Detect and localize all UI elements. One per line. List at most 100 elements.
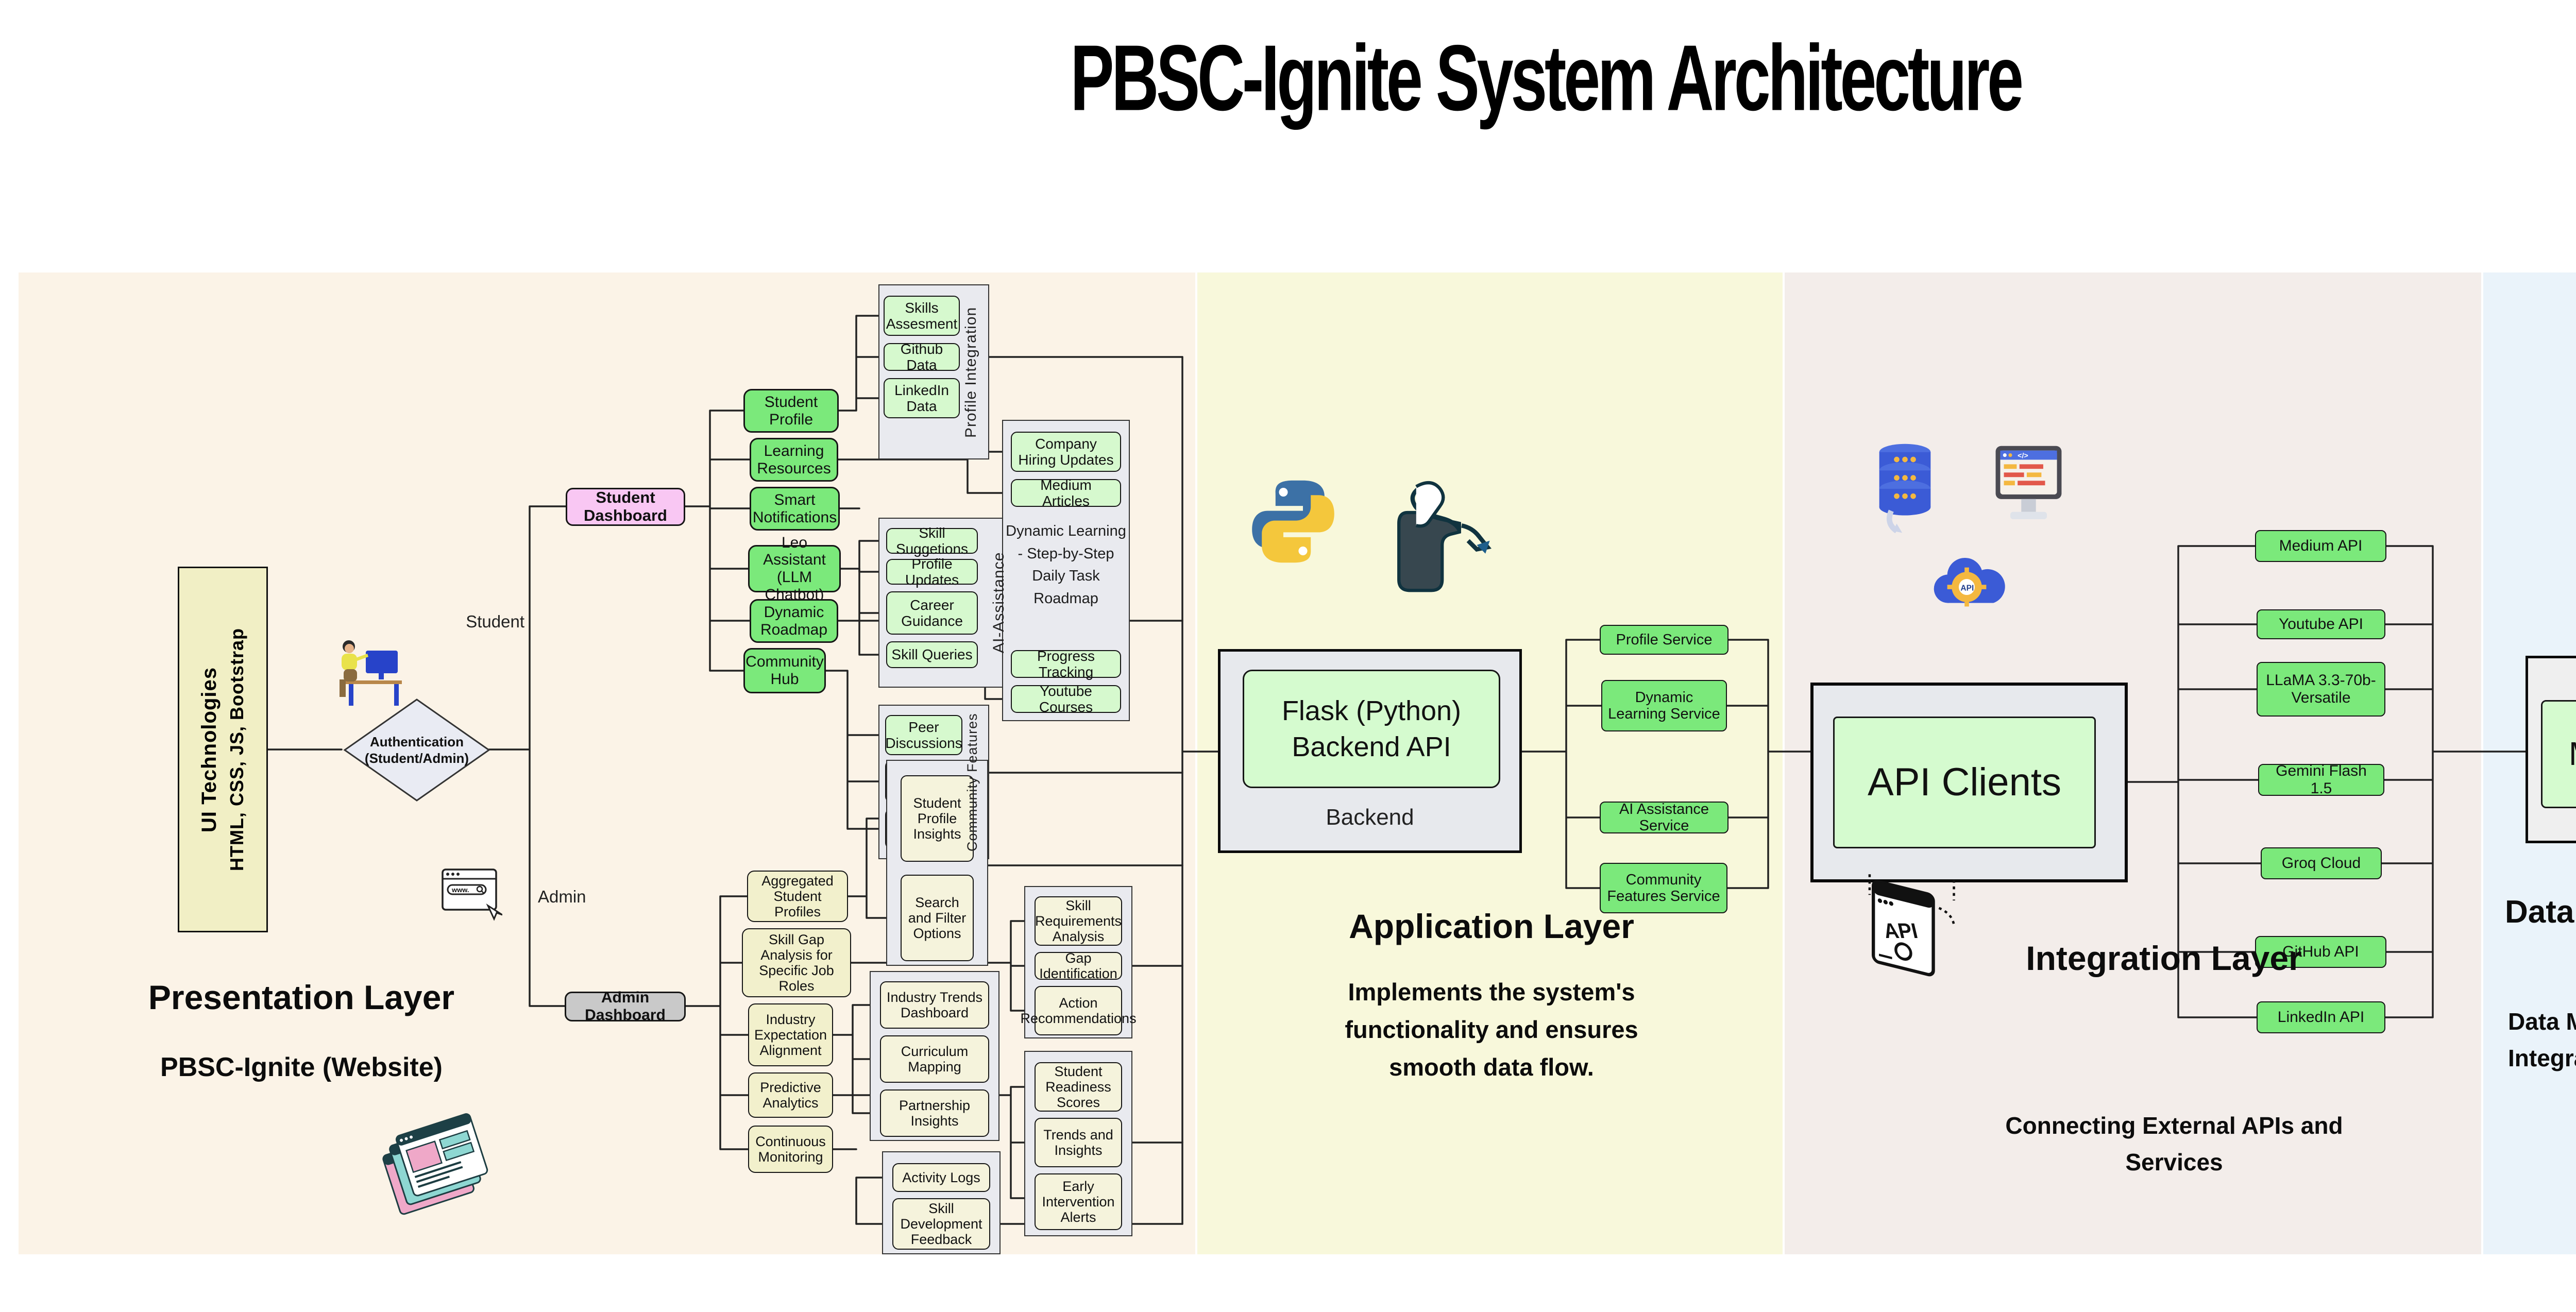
profile-integration-label: Skills Assesment — [886, 299, 958, 332]
skill-requirements-item: Skill Requirements Analysis — [1035, 896, 1122, 946]
community-features-group-label: Community Features — [964, 713, 980, 851]
admin-dashboard-node: Admin Dashboard — [565, 989, 686, 1024]
admin-dashboard-label: Admin Dashboard — [585, 989, 666, 1024]
profile-insights-item: Search and Filter Options — [901, 875, 974, 961]
ai-assistance-item: Skill Suggetions — [886, 524, 978, 557]
integration-heading-text: Integration Layer — [2026, 939, 2302, 977]
api-node: GitHub API — [2255, 936, 2386, 968]
skill-requirements-label: Gap Identification — [1039, 950, 1117, 981]
monitoring-item: Activity Logs — [892, 1163, 990, 1192]
api-node: LinkedIn API — [2257, 1001, 2385, 1033]
svg-text:API: API — [1881, 918, 1920, 943]
application-heading-text: Application Layer — [1349, 907, 1634, 945]
authentication-line2: (Student/Admin) — [364, 751, 469, 766]
admin-feature-label: Predictive Analytics — [760, 1079, 821, 1111]
monitoring-item: Skill Development Feedback — [892, 1198, 990, 1250]
admin-feature-label: Skill Gap Analysis for Specific Job Role… — [759, 931, 834, 994]
admin-feature-label: Aggregated Student Profiles — [761, 873, 834, 920]
api-label: Youtube API — [2278, 616, 2364, 633]
industry-trends-item: Curriculum Mapping — [880, 1035, 989, 1083]
dynamic-learning-item: Progress Tracking — [1011, 648, 1121, 680]
student-dashboard-label: Student Dashboard — [584, 488, 667, 524]
admin-feature-label: Industry Expectation Alignment — [754, 1011, 827, 1059]
readiness-item: Student Readiness Scores — [1035, 1062, 1122, 1112]
service-label: Community Features Service — [1607, 871, 1720, 905]
api-label: Gemini Flash 1.5 — [2276, 762, 2367, 797]
application-layer-heading: Application Layer — [1247, 907, 1736, 946]
integration-description-text: Connecting External APIs and Services — [2005, 1112, 2343, 1176]
profile-insights-item: Student Profile Insights — [901, 775, 974, 862]
monitoring-label: Skill Development Feedback — [900, 1200, 982, 1248]
integration-layer-description: Connecting External APIs and Services — [1963, 1107, 2385, 1181]
skill-requirements-item: Action Recommendations — [1020, 986, 1137, 1035]
dynamic-learning-item: Youtube Courses — [1011, 683, 1121, 715]
profile-integration-item: Skills Assesment — [884, 296, 960, 336]
data-layer-description: Data Management and Integration — [2499, 1003, 2576, 1077]
api-label: LinkedIn API — [2277, 1009, 2365, 1026]
student-feature-label: Student Profile — [764, 393, 818, 428]
service-label: Dynamic Learning Service — [1608, 689, 1720, 722]
database-server-icon — [1879, 444, 1931, 534]
data-layer-description-text: Data Management and Integration — [2508, 1008, 2576, 1072]
admin-branch-label: Admin — [538, 887, 586, 906]
flask-backend-label: Flask (Python) Backend API — [1281, 695, 1462, 762]
monitoring-label: Activity Logs — [902, 1169, 980, 1185]
skill-requirements-item: Gap Identification — [1035, 950, 1122, 981]
ui-tech-subtitle: HTML, CSS, JS, Bootstrap — [226, 627, 247, 872]
presentation-layer-heading: Presentation Layer — [77, 978, 526, 1017]
readiness-label: Early Intervention Alerts — [1042, 1178, 1115, 1225]
dynamic-learning-label: Company Hiring Updates — [1018, 435, 1114, 468]
profile-integration-item: LinkedIn Data — [884, 378, 960, 418]
page-title-text: PBSC-Ignite System Architecture — [1070, 25, 2024, 130]
student-feature-node: Smart Notifications — [750, 487, 840, 531]
api-label: Medium API — [2279, 537, 2363, 555]
api-node: Medium API — [2255, 530, 2386, 562]
dynamic-learning-label: Progress Tracking — [1037, 648, 1095, 680]
data-layer-heading: Data Layer — [2505, 894, 2576, 930]
ai-assistance-label: Profile Updates — [905, 555, 959, 588]
dynamic-learning-note-text: Dynamic Learning - Step-by-Step Daily Ta… — [1006, 523, 1126, 607]
industry-trends-item: Partnership Insights — [880, 1089, 989, 1137]
api-node: Groq Cloud — [2261, 847, 2382, 879]
readiness-item: Trends and Insights — [1035, 1118, 1122, 1167]
service-label: AI Assistance Service — [1619, 800, 1709, 834]
student-feature-label: Learning Resources — [757, 442, 831, 477]
ai-assistance-group-label: AI-Assistance — [990, 552, 1007, 654]
dynamic-learning-item: Medium Articles — [1011, 476, 1121, 509]
dynamic-learning-note: Dynamic Learning - Step-by-Step Daily Ta… — [1005, 520, 1127, 610]
profile-insights-label: Search and Filter Options — [908, 894, 967, 942]
admin-feature-node: Industry Expectation Alignment — [748, 1003, 833, 1066]
authentication-line1: Authentication — [370, 734, 464, 749]
skill-requirements-label: Action Recommendations — [1020, 995, 1137, 1026]
flask-icon — [1397, 481, 1492, 592]
mongo-db-node: Mongo DB — [2541, 700, 2576, 808]
ui-tech-title: UI Technologies — [198, 667, 221, 832]
student-feature-label: Community Hub — [745, 653, 824, 688]
admin-feature-node: Continuous Monitoring — [748, 1126, 833, 1173]
api-node: Gemini Flash 1.5 — [2258, 762, 2384, 797]
api-window-icon: API — [1868, 874, 1955, 977]
ai-assistance-item: Skill Queries — [886, 641, 978, 668]
api-clients-label: API Clients — [1868, 760, 2061, 805]
readiness-item: Early Intervention Alerts — [1035, 1173, 1122, 1230]
admin-feature-label: Continuous Monitoring — [755, 1133, 826, 1165]
student-feature-node: Community Hub — [743, 648, 826, 693]
svg-text:</>: </> — [2018, 452, 2028, 460]
admin-feature-node: Aggregated Student Profiles — [747, 871, 848, 922]
profile-insights-label: Student Profile Insights — [913, 795, 961, 842]
dynamic-learning-label: Medium Articles — [1040, 476, 1092, 509]
ui-technologies-box: UI Technologies HTML, CSS, JS, Bootstrap — [178, 567, 268, 932]
api-clients-node: API Clients — [1833, 717, 2096, 848]
application-layer-description: Implements the system's functionality an… — [1311, 974, 1672, 1086]
ai-assistance-item: Career Guidance — [886, 591, 978, 635]
code-monitor-icon: </> — [1995, 446, 2062, 519]
flask-backend-node: Flask (Python) Backend API — [1243, 670, 1500, 788]
industry-trends-item: Industry Trends Dashboard — [880, 981, 989, 1029]
stacked-websites-icon — [382, 1113, 488, 1215]
profile-integration-group-label: Profile Integration — [962, 306, 979, 438]
authentication-diamond — [343, 698, 490, 802]
ai-assistance-label: Skill Suggetions — [895, 524, 969, 557]
person-at-desk-icon — [340, 640, 402, 706]
presentation-layer-subheading: PBSC-Ignite (Website) — [77, 1047, 526, 1088]
admin-feature-node: Predictive Analytics — [748, 1072, 833, 1118]
